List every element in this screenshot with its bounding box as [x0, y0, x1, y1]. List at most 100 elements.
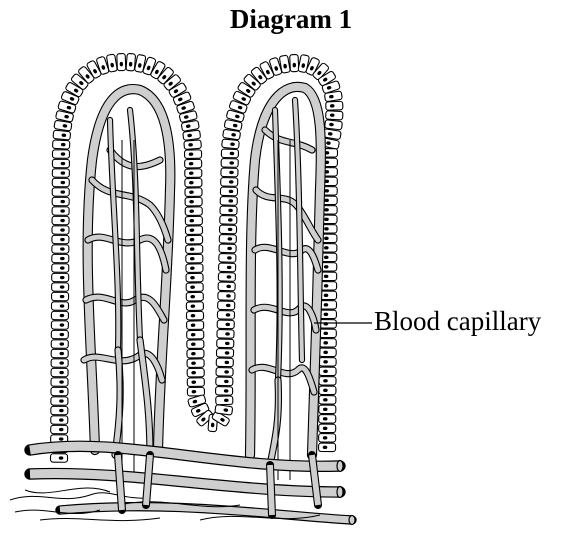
vessel-cut-end: [337, 461, 343, 472]
epithelial-cell: [216, 358, 233, 367]
epithelial-cell: [219, 225, 236, 234]
epithelial-cell: [319, 348, 336, 357]
epithelial-cell: [221, 149, 238, 158]
epithelial-cell: [216, 367, 233, 376]
epithelial-cell: [186, 254, 203, 263]
epithelial-cell: [220, 187, 237, 196]
epithelial-cell: [218, 272, 235, 281]
epithelial-cell: [217, 339, 234, 348]
epithelial-cell: [52, 235, 69, 244]
epithelial-cell: [217, 310, 234, 319]
epithelial-cell: [51, 302, 68, 311]
epithelial-cell: [186, 273, 203, 282]
epithelial-cell: [185, 226, 202, 235]
epithelial-cell: [187, 368, 204, 377]
epithelial-cell: [52, 150, 69, 159]
epithelial-cell: [52, 245, 69, 254]
epithelial-cell: [51, 416, 68, 425]
epithelial-cell: [219, 254, 236, 263]
epithelial-cell: [187, 359, 204, 368]
epithelial-cell: [216, 377, 233, 386]
epithelial-cell: [319, 320, 336, 329]
epithelial-cell: [326, 111, 343, 120]
epithelial-cell: [51, 387, 68, 396]
blood-capillary-label: Blood capillary: [374, 306, 541, 337]
epithelial-cell: [185, 169, 202, 178]
epithelial-cell: [51, 397, 68, 406]
epithelial-cell: [185, 216, 202, 225]
epithelial-cell: [52, 159, 69, 168]
epithelial-cell: [186, 302, 203, 311]
epithelial-cell: [50, 454, 67, 463]
epithelial-cell: [187, 340, 204, 349]
epithelial-cell: [51, 330, 68, 339]
connective-tissue-line: [10, 493, 150, 500]
connective-tissue-line: [40, 518, 160, 521]
epithelial-cell: [185, 188, 202, 197]
epithelial-cell: [222, 139, 240, 149]
epithelial-cell: [186, 245, 203, 254]
epithelial-cell: [52, 292, 69, 301]
epithelial-cell: [187, 378, 204, 387]
epithelial-cell: [52, 254, 69, 263]
epithelial-cell: [218, 301, 235, 310]
epithelial-cell: [53, 130, 71, 140]
epithelial-cell: [51, 359, 68, 368]
epithelial-cell: [217, 329, 234, 338]
epithelial-cell: [52, 197, 69, 206]
epithelial-cell: [319, 386, 336, 395]
epithelial-cell: [221, 178, 238, 187]
epithelial-cell: [186, 264, 203, 273]
epithelial-cell: [51, 406, 68, 415]
epithelial-cell: [319, 415, 336, 424]
epithelial-cell: [185, 207, 202, 216]
epithelial-cell: [219, 263, 236, 272]
epithelial-cell: [52, 207, 69, 216]
epithelial-cell: [221, 168, 238, 177]
epithelial-cell: [319, 358, 336, 367]
epithelial-cell: [51, 340, 68, 349]
epithelial-cell: [186, 311, 203, 320]
epithelial-cell: [52, 216, 69, 225]
epithelial-cell: [52, 169, 69, 178]
epithelial-cell: [52, 140, 69, 149]
connective-tissue-line: [25, 488, 110, 493]
epithelial-cell: [319, 405, 336, 414]
epithelial-cell: [215, 405, 233, 416]
epithelial-cell: [185, 178, 202, 187]
epithelial-cell: [319, 396, 336, 405]
epithelial-cell: [186, 292, 203, 301]
epithelial-cell: [219, 244, 236, 253]
epithelial-cell: [187, 330, 204, 339]
epithelial-cell: [51, 425, 68, 434]
vessel-cut-end: [349, 516, 355, 525]
epithelial-cell: [221, 159, 238, 168]
epithelial-cell: [52, 178, 69, 187]
epithelial-cell: [183, 130, 201, 140]
epithelial-cell: [187, 321, 204, 330]
epithelial-cell: [51, 311, 68, 320]
epithelial-cell: [51, 368, 68, 377]
epithelial-cell: [319, 424, 336, 433]
epithelial-cell: [117, 53, 126, 70]
epithelial-cell: [319, 443, 336, 452]
epithelial-cell: [52, 188, 69, 197]
epithelial-cell: [185, 159, 202, 168]
epithelial-cell: [216, 348, 233, 357]
epithelial-cell: [216, 396, 233, 405]
epithelial-cell: [319, 339, 336, 348]
epithelial-cell: [319, 329, 336, 338]
epithelial-cell: [326, 101, 343, 110]
epithelial-cell: [184, 140, 202, 150]
epithelial-cell: [186, 283, 203, 292]
epithelial-cell: [217, 320, 234, 329]
epithelial-cell: [220, 197, 237, 206]
epithelial-cell: [216, 386, 233, 395]
epithelial-cell: [51, 321, 68, 330]
epithelial-cell: [52, 264, 69, 273]
epithelial-cell: [319, 434, 336, 443]
epithelial-cell: [319, 377, 336, 386]
diagram-title: Diagram 1: [0, 4, 582, 35]
